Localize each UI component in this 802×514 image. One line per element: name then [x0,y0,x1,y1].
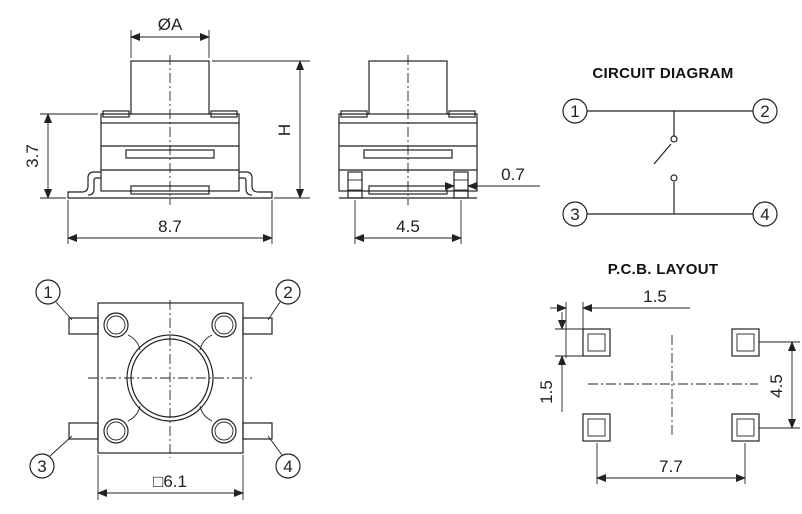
pcb-layout: P.C.B. LAYOUT 1.5 1.5 4.5 [537,261,800,484]
dim-pitch-0-7: 0.7 [501,165,525,184]
front-leg-right [239,171,273,199]
side-leg-left [347,171,363,199]
bottom-pin-2: 2 [283,283,292,302]
front-top-tab-right [210,110,238,118]
dim-diameter-a: ØA [158,15,183,34]
front-leg-left [67,171,101,199]
pcb-pad-br [731,413,760,442]
pcb-pad-tr [731,328,760,357]
bottom-pin-3: 3 [37,457,46,476]
bottom-leg-br [242,422,273,440]
pcb-dim-1-5-left: 1.5 [537,380,556,404]
circuit-diagram: CIRCUIT DIAGRAM 1 2 3 4 [562,65,778,227]
pcb-dim-4-5-right: 4.5 [767,374,786,398]
front-top-tab-left [102,110,130,118]
switch-contact-top [670,135,678,143]
dim-height-h: H [275,124,294,136]
bottom-leg-tr [242,317,273,335]
switch-contact-bottom [670,174,678,182]
bottom-pin-4: 4 [283,457,292,476]
side-view: 0.7 4.5 [338,55,540,244]
pcb-dim-7-7: 7.7 [659,457,683,476]
pcb-pad-tl [582,328,611,357]
dim-square-6-1: □6.1 [153,472,187,491]
bottom-pin-1: 1 [43,283,52,302]
front-body-top [100,113,240,123]
dim-width-8-7: 8.7 [158,217,182,236]
side-leg-right [453,171,469,199]
bottom-leg-tl [68,317,99,335]
bottom-view: 1 2 3 4 □6.1 [29,279,301,500]
front-view: ØA 3.7 H 8.7 [23,15,310,244]
svg-text:4: 4 [760,205,769,224]
svg-text:2: 2 [760,102,769,121]
svg-text:3: 3 [570,205,579,224]
pcb-dim-1-5-top: 1.5 [643,287,667,306]
pcb-pad-bl [582,413,611,442]
switch-blade [653,143,672,165]
dim-width-4-5: 4.5 [396,217,420,236]
dim-height-3-7: 3.7 [23,144,42,168]
bottom-leg-bl [68,422,99,440]
pcb-title: P.C.B. LAYOUT [608,261,719,278]
svg-text:1: 1 [570,102,579,121]
circuit-title: CIRCUIT DIAGRAM [592,65,733,82]
